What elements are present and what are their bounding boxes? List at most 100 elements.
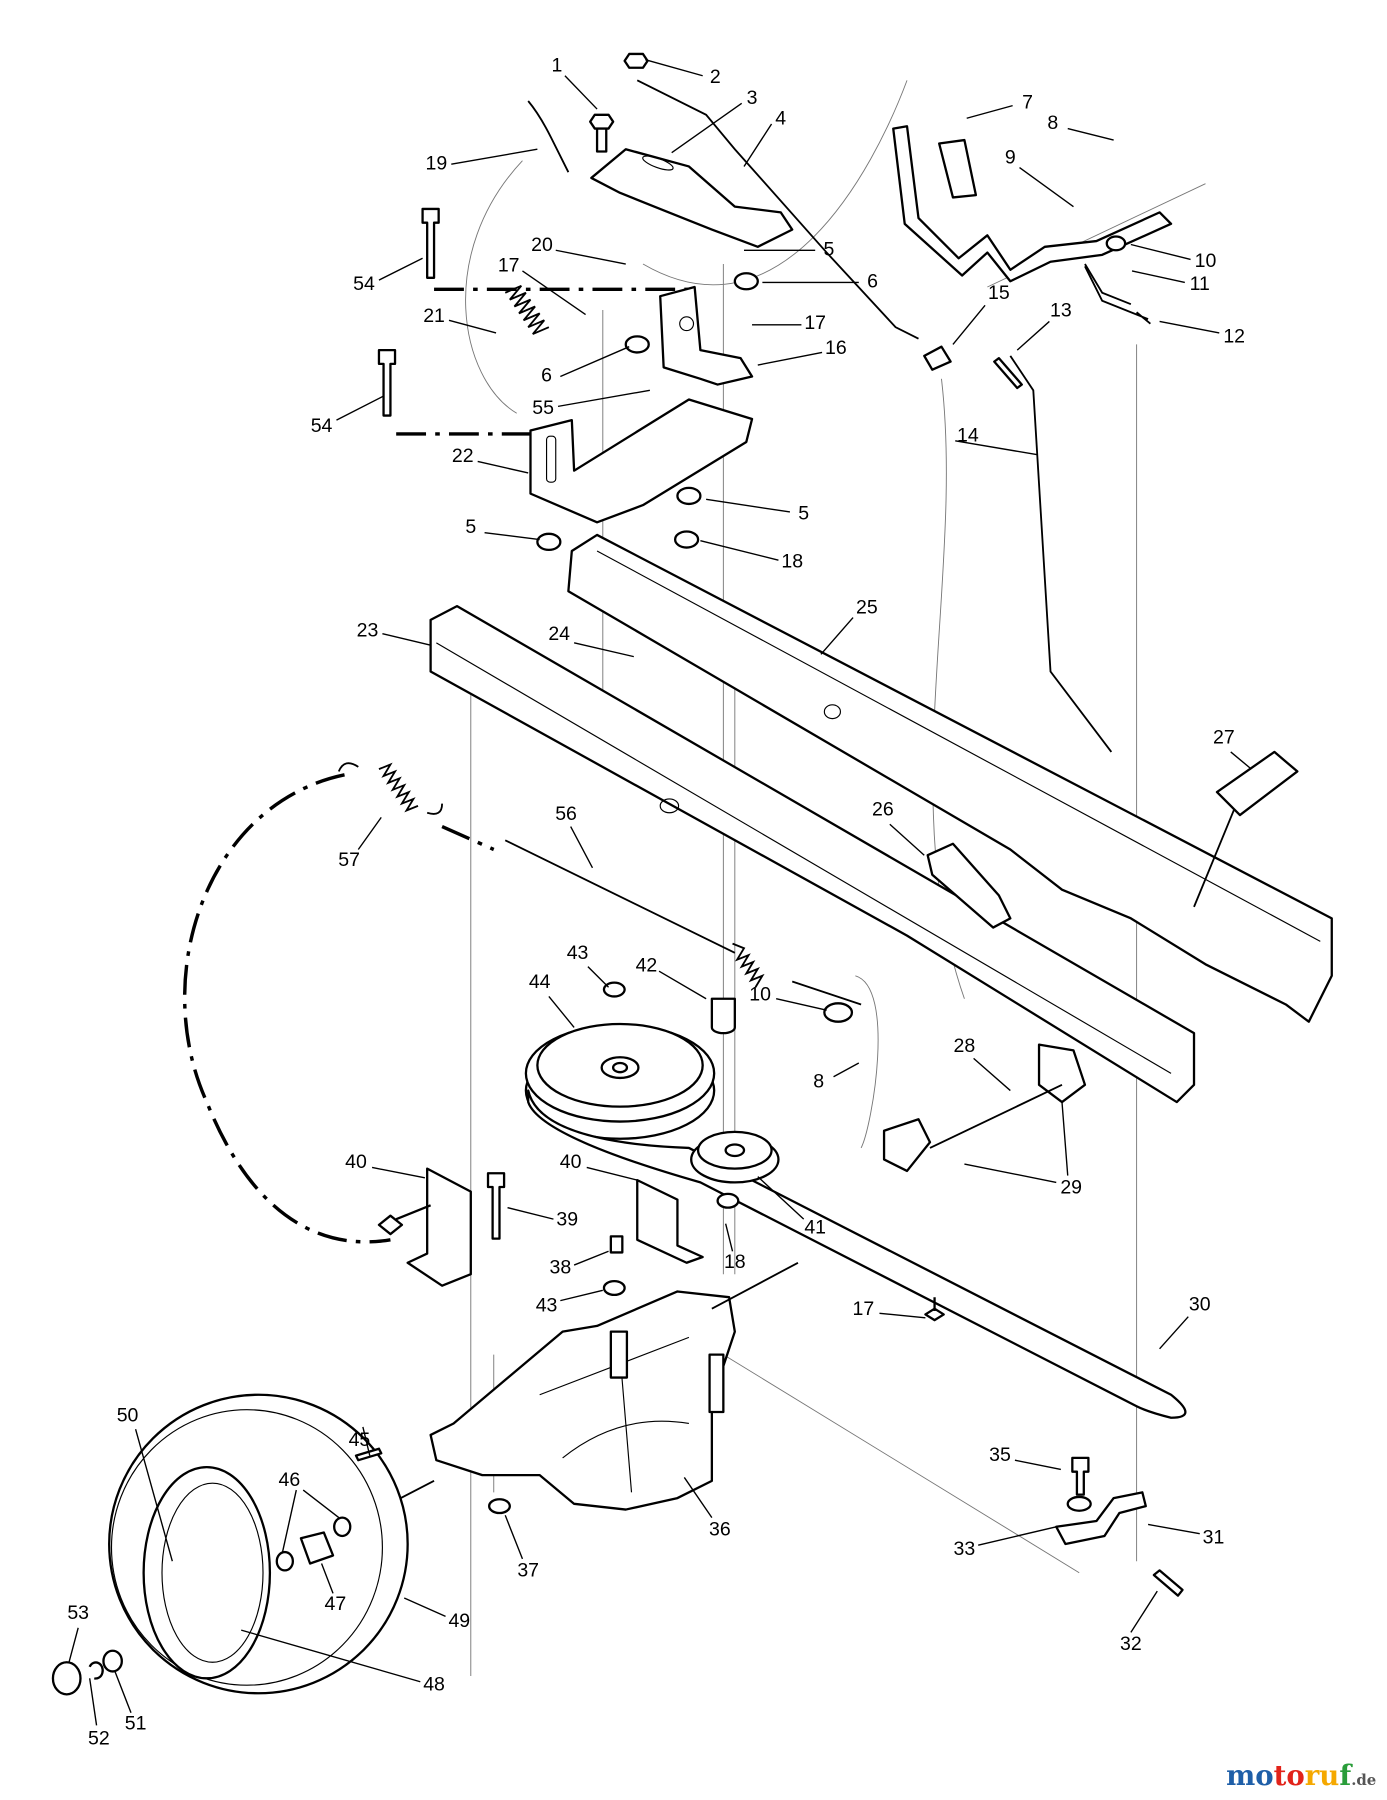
bracket-40-left bbox=[406, 1167, 472, 1287]
leader-lines bbox=[68, 59, 1252, 1726]
washer-6 bbox=[624, 335, 650, 354]
callout: 5 bbox=[465, 516, 476, 538]
bracket-31 bbox=[1055, 1491, 1147, 1546]
callout: 16 bbox=[825, 337, 847, 359]
callout: 18 bbox=[781, 551, 803, 573]
callout: 5 bbox=[798, 502, 809, 524]
callout: 4 bbox=[775, 108, 786, 130]
callout-labels: 1 2 3 4 5 6 7 8 9 10 11 12 13 14 15 16 1… bbox=[67, 55, 1245, 1750]
callout: 53 bbox=[67, 1602, 89, 1624]
callout: 31 bbox=[1203, 1526, 1225, 1548]
frame-rail-left bbox=[429, 604, 1196, 1104]
washer bbox=[1105, 235, 1127, 252]
pedal-shaft bbox=[1193, 808, 1236, 908]
pivot-bracket bbox=[659, 285, 754, 386]
lift-link-rod bbox=[636, 79, 919, 340]
nut bbox=[623, 52, 649, 69]
bolt-39 bbox=[486, 1172, 506, 1240]
callout: 13 bbox=[1050, 299, 1072, 321]
rod-11 bbox=[1084, 265, 1151, 325]
callout: 17 bbox=[498, 254, 520, 276]
washer-6b bbox=[733, 272, 759, 291]
pin-45 bbox=[354, 1447, 383, 1462]
callout: 57 bbox=[338, 849, 360, 871]
callout: 11 bbox=[1190, 273, 1210, 295]
callout: 37 bbox=[517, 1560, 539, 1582]
rear-wheel bbox=[108, 1393, 409, 1695]
callout: 9 bbox=[1005, 147, 1016, 169]
callout: 2 bbox=[710, 66, 721, 88]
callout: 17 bbox=[853, 1298, 875, 1320]
callout: 55 bbox=[532, 397, 554, 419]
callout: 39 bbox=[556, 1208, 578, 1230]
washer-51 bbox=[102, 1649, 123, 1673]
callout: 20 bbox=[531, 234, 553, 256]
callout: 43 bbox=[536, 1295, 558, 1317]
callout: 27 bbox=[1213, 726, 1235, 748]
lift-bracket bbox=[590, 148, 794, 248]
washer-43b bbox=[602, 1279, 626, 1297]
clip-52 bbox=[88, 1661, 104, 1680]
svg-text:motoruf.de: motoruf.de bbox=[1226, 1760, 1376, 1792]
callout: 1 bbox=[551, 55, 562, 77]
lever-grip bbox=[938, 138, 978, 199]
pedal-pad bbox=[1215, 750, 1299, 817]
callout: 36 bbox=[709, 1518, 731, 1540]
callout: 33 bbox=[954, 1538, 976, 1560]
callout: 26 bbox=[872, 799, 894, 821]
washer-46b bbox=[333, 1516, 352, 1538]
callout: 21 bbox=[423, 305, 445, 327]
callout: 45 bbox=[349, 1429, 371, 1451]
callout: 32 bbox=[1120, 1633, 1142, 1655]
cap-53 bbox=[51, 1661, 82, 1696]
bracket-26 bbox=[926, 842, 1012, 929]
washer-33 bbox=[1066, 1495, 1092, 1512]
callout: 47 bbox=[324, 1593, 346, 1615]
callout: 3 bbox=[747, 87, 758, 109]
callout: 6 bbox=[541, 365, 552, 387]
callout: 56 bbox=[555, 803, 577, 825]
callout: 14 bbox=[957, 424, 979, 446]
callout: 8 bbox=[813, 1071, 824, 1093]
spacer-47 bbox=[299, 1531, 335, 1565]
shift-rod bbox=[1009, 355, 1113, 753]
bolt-54b bbox=[377, 348, 397, 417]
callout: 42 bbox=[636, 955, 658, 977]
callout: 8 bbox=[1047, 112, 1058, 134]
bolt-17b bbox=[924, 1297, 945, 1322]
callout: 23 bbox=[357, 620, 379, 642]
callout: 35 bbox=[989, 1444, 1011, 1466]
callout: 51 bbox=[125, 1712, 147, 1734]
callout: 46 bbox=[279, 1469, 301, 1491]
callout: 5 bbox=[824, 238, 835, 260]
callout: 52 bbox=[88, 1727, 110, 1749]
watermark-logo: motoruf.de bbox=[1226, 1760, 1376, 1792]
lift-lever bbox=[892, 125, 1173, 283]
nut-18 bbox=[673, 530, 700, 549]
cable-19 bbox=[527, 100, 570, 173]
callout: 17 bbox=[804, 312, 826, 334]
transaxle bbox=[367, 1261, 799, 1517]
spacer-42 bbox=[710, 997, 736, 1035]
callout: 7 bbox=[1022, 91, 1033, 113]
callout: 48 bbox=[423, 1673, 445, 1695]
callout: 6 bbox=[867, 271, 878, 293]
callout: 22 bbox=[452, 445, 474, 467]
callout: 19 bbox=[426, 152, 448, 174]
spring-57 bbox=[337, 762, 444, 815]
washer-46 bbox=[275, 1550, 295, 1572]
lever-rod bbox=[1084, 263, 1132, 306]
bolt-line bbox=[396, 287, 689, 852]
spring-routing-line bbox=[182, 773, 391, 1244]
callout: 38 bbox=[549, 1257, 571, 1279]
nut-5 bbox=[676, 486, 702, 506]
callout: 49 bbox=[448, 1610, 470, 1632]
brake-bracket bbox=[1037, 1043, 1087, 1104]
callout: 41 bbox=[804, 1216, 826, 1238]
mounting-bracket bbox=[529, 398, 754, 524]
bolt bbox=[589, 113, 615, 153]
callout: 18 bbox=[724, 1251, 746, 1273]
callout: 10 bbox=[1195, 250, 1217, 272]
nut-18b bbox=[716, 1192, 740, 1209]
callout: 15 bbox=[988, 282, 1010, 304]
